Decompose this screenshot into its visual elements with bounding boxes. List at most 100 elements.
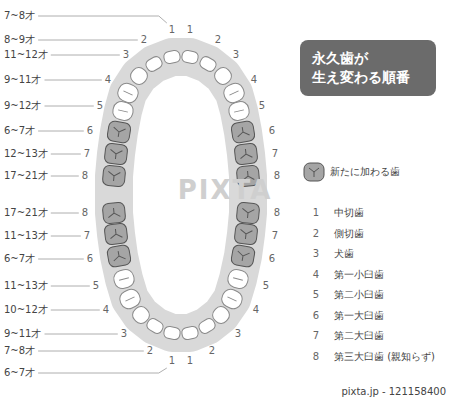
callout-number: 7 <box>272 231 278 241</box>
tooth-cusp <box>109 149 122 159</box>
molar-tooth <box>104 143 128 165</box>
tooth-cusp <box>242 208 255 218</box>
age-label: 7~8才 <box>4 346 35 356</box>
leader-line <box>51 55 120 56</box>
molar-tooth <box>234 143 258 165</box>
tooth-cusp <box>108 171 121 181</box>
callout-number: 6 <box>269 254 275 264</box>
age-label: 12~13才 <box>4 149 48 159</box>
tooth-crown <box>234 223 258 245</box>
callout-number: 7 <box>84 231 90 241</box>
tooth-crown <box>102 165 126 187</box>
tooth <box>111 100 135 122</box>
tooth-name: 第二小臼歯 <box>334 290 384 300</box>
leader-line <box>45 80 102 81</box>
tooth-name: 第二大臼歯 <box>334 331 384 341</box>
age-label: 10~12才 <box>4 305 48 315</box>
tooth-cusp <box>236 126 249 137</box>
callout-number: 1 <box>169 356 175 366</box>
age-label: 6~7才 <box>4 126 35 136</box>
molar-tooth <box>234 223 258 245</box>
leader-line <box>51 236 81 237</box>
tooth-cusp <box>112 250 125 261</box>
image-id: pixta.jp - 121158400 <box>341 387 446 397</box>
tooth-name: 第三大臼歯 (親知らず) <box>334 352 435 362</box>
title-text: 永久歯が 生え変わる順番 <box>312 49 424 87</box>
tooth <box>128 65 151 88</box>
tooth-cusp <box>239 148 252 158</box>
tooth-crown <box>163 326 181 341</box>
tooth <box>181 50 199 65</box>
molar-tooth <box>230 244 255 268</box>
tooth <box>117 287 143 312</box>
legend-number: 7 <box>313 331 319 341</box>
watermark: PIXTA <box>178 177 273 203</box>
tooth-crown <box>181 326 199 341</box>
tooth-cusp <box>239 229 252 239</box>
callout-number: 4 <box>103 305 109 315</box>
leader-line <box>51 154 81 155</box>
age-label: 17~21才 <box>4 171 48 181</box>
callout-number: 6 <box>87 126 93 136</box>
tooth-crown <box>197 317 217 335</box>
leader-line <box>51 213 79 214</box>
tooth <box>226 268 250 290</box>
legend-tooth-icon <box>304 163 324 181</box>
tooth-crown <box>104 143 128 165</box>
tooth <box>198 55 218 73</box>
callout-number: 2 <box>147 346 153 356</box>
callout-number: 8 <box>82 208 88 218</box>
tooth-cusp <box>123 91 132 95</box>
legend-number: 1 <box>313 208 319 218</box>
leader-line <box>38 131 84 132</box>
tooth-name: 中切歯 <box>334 208 364 218</box>
tooth-crown <box>144 55 164 73</box>
tooth-cusp <box>233 278 243 280</box>
tooth-cusp <box>227 297 236 301</box>
tooth <box>112 268 136 290</box>
molar-tooth <box>231 120 256 143</box>
legend-text: 新たに加わる歯 <box>330 167 400 177</box>
leader-line <box>38 40 138 41</box>
molar-tooth <box>236 202 260 224</box>
title-box: 永久歯が 生え変わる順番 <box>300 40 436 96</box>
callout-number: 2 <box>141 35 147 45</box>
tooth-name: 側切歯 <box>334 229 364 239</box>
tooth-crown <box>230 244 255 268</box>
age-label: 17~21才 <box>4 208 48 218</box>
callout-number: 4 <box>251 75 257 85</box>
callout-number: 2 <box>215 35 221 45</box>
callout-number: 3 <box>123 50 129 60</box>
callout-number: 2 <box>209 346 215 356</box>
callout-number: 8 <box>274 171 280 181</box>
leader-line <box>38 16 167 23</box>
tooth-crown <box>102 202 126 224</box>
tooth-crown <box>234 143 258 165</box>
legend-number: 4 <box>313 270 319 280</box>
tooth-crown <box>231 120 256 143</box>
legend-number: 6 <box>313 311 319 321</box>
tooth-name: 犬歯 <box>334 249 354 259</box>
age-label: 8~9才 <box>4 35 35 45</box>
tooth <box>197 317 217 335</box>
tooth-cusp <box>234 110 244 112</box>
age-label: 6~7才 <box>4 254 35 264</box>
leader-lines <box>38 16 167 373</box>
age-label: 11~13才 <box>4 231 48 241</box>
callout-number: 1 <box>187 25 193 35</box>
callout-number: 5 <box>263 281 269 291</box>
leader-line <box>45 334 118 335</box>
callout-number: 3 <box>235 329 241 339</box>
callout-number: 4 <box>253 305 259 315</box>
callout-number: 8 <box>82 171 88 181</box>
callout-number: 3 <box>233 50 239 60</box>
leader-line <box>38 351 144 352</box>
age-label: 11~12才 <box>4 50 48 60</box>
tooth <box>163 50 181 65</box>
tooth <box>181 326 199 341</box>
tooth-name: 第一大臼歯 <box>334 311 384 321</box>
tooth-cusp <box>109 228 122 238</box>
molar-tooth <box>102 165 126 187</box>
tooth-crown <box>181 50 199 65</box>
age-label: 9~11才 <box>4 75 41 85</box>
